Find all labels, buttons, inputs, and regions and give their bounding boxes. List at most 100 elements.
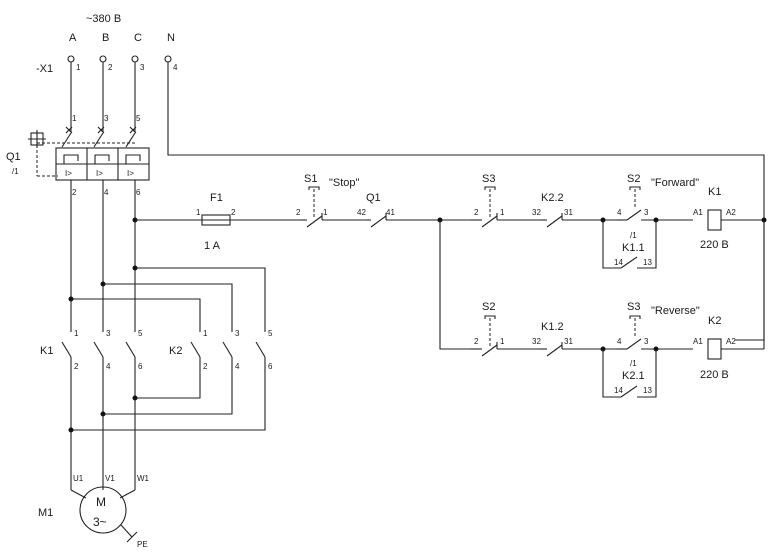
- svg-text:1: 1: [74, 329, 79, 338]
- breaker-aux-ref: Q1: [366, 192, 381, 204]
- svg-text:/1: /1: [630, 231, 637, 240]
- forward-coil-voltage: 220 В: [700, 239, 729, 251]
- motor-icon: [79, 486, 127, 534]
- forward-button-caption: "Forward": [651, 177, 699, 189]
- svg-text:1: 1: [72, 114, 77, 123]
- svg-text:3: 3: [140, 63, 145, 72]
- svg-text:A1: A1: [693, 208, 703, 217]
- svg-text:2: 2: [108, 63, 113, 72]
- forward-coil-ref: K1: [708, 186, 721, 198]
- breaker-page-ref: /1: [12, 167, 19, 176]
- svg-text:13: 13: [643, 386, 652, 395]
- terminal-4: 4: [164, 55, 178, 72]
- svg-text:/1: /1: [630, 359, 637, 368]
- svg-text:3: 3: [644, 208, 649, 217]
- breaker-aux-contact: Q1 42 41: [357, 192, 470, 228]
- motor-symbol: M: [96, 495, 106, 509]
- svg-text:1: 1: [196, 208, 201, 217]
- k2-power-label: K2: [169, 345, 182, 357]
- svg-text:42: 42: [357, 208, 366, 217]
- motor-type: 3~: [93, 515, 107, 529]
- svg-text:2: 2: [203, 362, 208, 371]
- earth-label: PE: [137, 540, 148, 549]
- terminal-block-label: -X1: [36, 63, 53, 75]
- k1-power-label: K1: [40, 345, 53, 357]
- motor-m1: M1 U1 V1 W1 M 3~ PE: [38, 474, 150, 549]
- phase-b-label: B: [102, 32, 109, 44]
- svg-text:3: 3: [644, 337, 649, 346]
- svg-text:4: 4: [173, 63, 178, 72]
- trip-symbol-1: I>: [65, 169, 72, 178]
- svg-text:4: 4: [617, 337, 622, 346]
- reverse-button-caption: "Reverse": [651, 305, 700, 317]
- svg-text:1: 1: [76, 63, 81, 72]
- contactor-k2-power-contacts: K2 1 3 5 2 4 6: [169, 329, 273, 371]
- trip-symbol-3: I>: [127, 169, 134, 178]
- svg-text:14: 14: [614, 258, 623, 267]
- svg-text:31: 31: [564, 337, 573, 346]
- fuse-ref: F1: [210, 192, 223, 204]
- neutral-label: N: [167, 32, 175, 44]
- svg-text:V1: V1: [105, 474, 115, 483]
- supply-voltage: ~380 В: [86, 13, 121, 25]
- svg-text:4: 4: [235, 362, 240, 371]
- svg-text:1: 1: [500, 337, 505, 346]
- svg-text:32: 32: [532, 337, 541, 346]
- svg-text:5: 5: [268, 329, 273, 338]
- svg-text:A2: A2: [726, 337, 736, 346]
- svg-text:3: 3: [106, 329, 111, 338]
- phase-c-label: C: [134, 32, 142, 44]
- phase-a-label: A: [69, 32, 77, 44]
- power-circuit: K1 1 3 5 2 4 6 K2 1 3 5 2 4 6: [40, 180, 273, 490]
- control-circuit: F1 1 2 1 A S1 "Stop" 2 1 Q1 42 41: [135, 173, 767, 398]
- contactor-k1-power-contacts: K1 1 3 5 2 4 6: [40, 329, 143, 371]
- trip-symbol-2: I>: [96, 169, 103, 178]
- circuit-breaker-q1: Q1 /1 1 3 5: [6, 62, 150, 197]
- terminal-1: 1: [67, 55, 81, 72]
- reverse-button-ref: S3: [627, 301, 640, 313]
- forward-hold-ref: K1.1: [622, 242, 645, 254]
- svg-text:5: 5: [138, 329, 143, 338]
- coil-icon: [707, 209, 722, 231]
- svg-text:5: 5: [136, 114, 141, 123]
- svg-text:2: 2: [474, 208, 479, 217]
- svg-text:6: 6: [138, 362, 143, 371]
- svg-text:A2: A2: [726, 208, 736, 217]
- stop-caption: "Stop": [329, 177, 360, 189]
- svg-text:1: 1: [500, 208, 505, 217]
- svg-text:U1: U1: [73, 474, 84, 483]
- svg-text:2: 2: [74, 362, 79, 371]
- terminal-2: 2: [99, 55, 113, 72]
- svg-text:41: 41: [386, 208, 395, 217]
- svg-text:31: 31: [564, 208, 573, 217]
- power-supply: ~380 В A B C N -X1 1 2 3 4: [36, 13, 178, 75]
- terminal-3: 3: [131, 55, 145, 72]
- svg-text:1: 1: [203, 329, 208, 338]
- svg-text:3: 3: [235, 329, 240, 338]
- coil-icon: [707, 338, 722, 360]
- svg-text:W1: W1: [137, 474, 150, 483]
- breaker-ref: Q1: [6, 151, 21, 163]
- fuse-rating: 1 A: [204, 240, 221, 252]
- reverse-coil-ref: K2: [708, 315, 721, 327]
- svg-text:4: 4: [617, 208, 622, 217]
- svg-text:13: 13: [643, 258, 652, 267]
- svg-text:32: 32: [532, 208, 541, 217]
- svg-text:6: 6: [136, 188, 141, 197]
- reverse-start-ref: S2: [482, 301, 495, 313]
- svg-text:6: 6: [268, 362, 273, 371]
- reverse-hold-ref: K2.1: [622, 370, 645, 382]
- svg-text:3: 3: [104, 114, 109, 123]
- svg-text:2: 2: [474, 337, 479, 346]
- svg-text:2: 2: [231, 208, 236, 217]
- reverse-coil-voltage: 220 В: [700, 369, 729, 381]
- fuse-f1: F1 1 2 1 A: [196, 192, 236, 252]
- svg-text:14: 14: [614, 386, 623, 395]
- reverse-rung: S2 2 1 K1.2 32 31 S3 "Reverse" 4 3: [470, 301, 764, 398]
- svg-text:2: 2: [296, 208, 301, 217]
- svg-text:1: 1: [323, 208, 328, 217]
- forward-start-ref: S3: [482, 173, 495, 185]
- forward-rung: S3 2 1 K2.2 32 31 S2 "Forward" 4 3: [470, 173, 767, 269]
- svg-text:4: 4: [106, 362, 111, 371]
